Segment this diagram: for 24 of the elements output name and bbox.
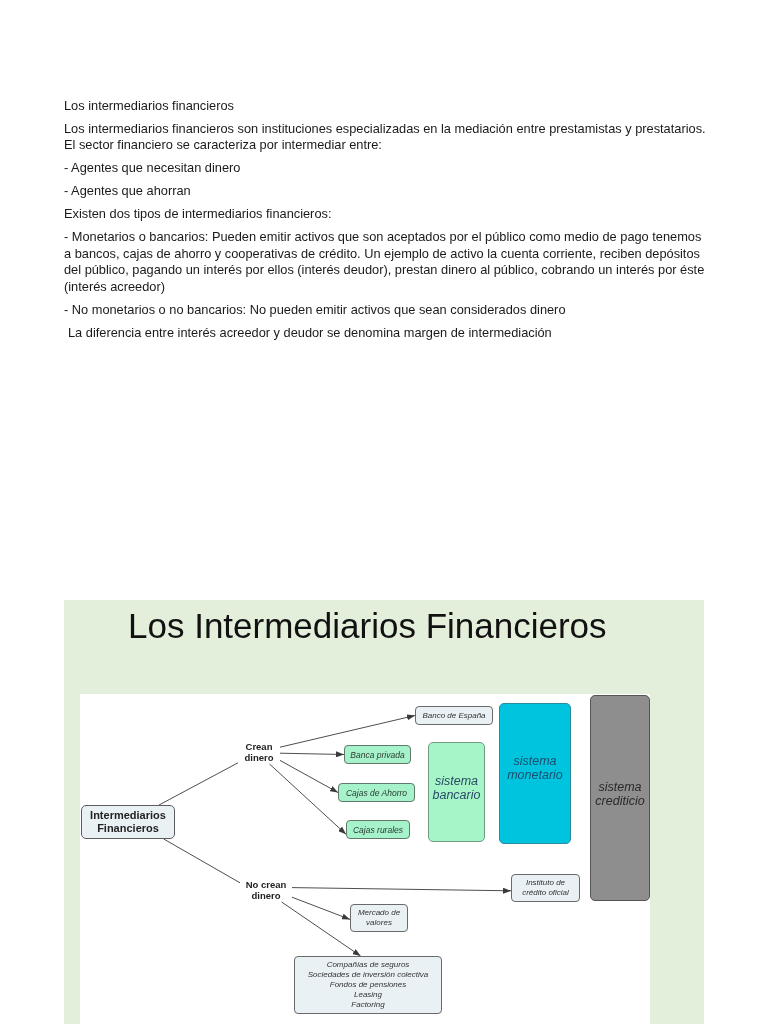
concept-box: Banca privada xyxy=(344,745,411,764)
page-heading: Los intermediarios financieros xyxy=(64,98,235,115)
paragraph: La diferencia entre interés acreedor y deudor se denomina margen de intermediación xyxy=(67,324,553,342)
concept-box: Banco de España xyxy=(415,706,493,725)
concept-box: Mercado de valores xyxy=(350,904,408,932)
system-column: sistema monetario xyxy=(499,703,571,844)
connector-line xyxy=(158,762,239,806)
system-column: sistema crediticio xyxy=(590,695,650,901)
paragraph: - Monetarios o bancarios: Pueden emitir activos que son aceptados por el público como medio de pago tenemos a bancos, cajas de ahorro y cooperativas de crédito. Un ejemplo de activo la cuenta corriente, reciben depósitos del público, pagando un interés por ellos (interés deudor), prestan dinero al público, cobrando un interés por éste (interés acreedor) xyxy=(64,229,706,296)
paragraph: Los intermediarios financieros son instituciones especializadas en la mediación entre prestamistas y prestatarios. El sector financiero se caracteriza por intermediar entre: xyxy=(64,121,707,154)
list-item: - Agentes que necesitan dinero xyxy=(64,160,242,177)
branch-label: No crean dinero xyxy=(240,878,292,902)
connector-line xyxy=(163,838,241,884)
concept-box: Cajas rurales xyxy=(346,820,410,839)
concept-box: Cajas de Ahorro xyxy=(338,783,415,802)
slide-title: Los Intermediarios Financieros xyxy=(128,606,607,646)
paragraph: Existen dos tipos de intermediarios financieros: xyxy=(64,206,333,223)
concept-box: Compañías de seguros Sociedades de inversión colectiva Fondos de pensiones Leasing Factoring xyxy=(294,956,442,1014)
concept-box: Instituto de crédito oficial xyxy=(511,874,580,902)
paragraph: - No monetarios o no bancarios: No pueden emitir activos que sean considerados dinero xyxy=(64,301,567,319)
list-item: - Agentes que ahorran xyxy=(64,183,192,200)
branch-label: Crean dinero xyxy=(238,740,280,764)
concept-box: Intermediarios Financieros xyxy=(81,805,175,839)
system-column: sistema bancario xyxy=(428,742,485,842)
